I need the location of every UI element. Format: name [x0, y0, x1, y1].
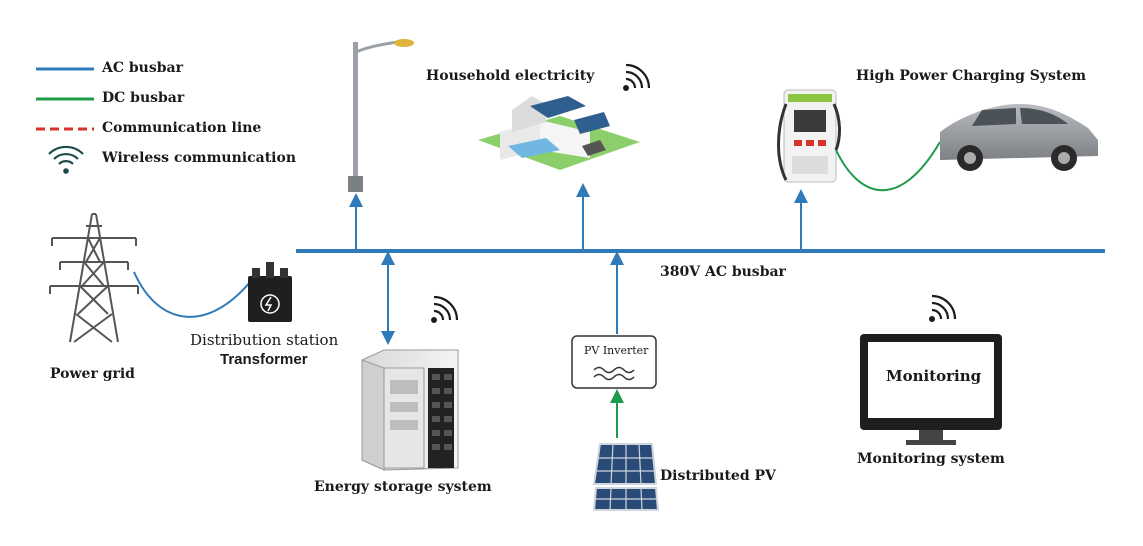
monitoring-monitor-icon [860, 334, 1002, 445]
legend-dc-label: DC busbar [102, 90, 185, 106]
power-grid-pylon-icon [49, 213, 139, 343]
monitoring-system-label: Monitoring system [857, 451, 1005, 467]
charging-system-label: High Power Charging System [856, 68, 1087, 84]
ac-busbar-label: 380V AC busbar [660, 264, 786, 280]
legend-ac-label: AC busbar [102, 60, 183, 76]
distribution-station-label: Distribution station [190, 331, 339, 349]
monitoring-wifi-icon [929, 294, 957, 322]
energy-storage-cabinet-icon [361, 349, 459, 471]
legend-wireless-icon [48, 145, 84, 174]
charging-station-icon [777, 89, 841, 183]
grid-transformer-cable [133, 271, 251, 318]
legend-wireless-label: Wireless communication [102, 150, 297, 166]
household-house-icon [478, 96, 640, 170]
monitoring-screen-label: Monitoring [886, 367, 982, 385]
electric-car-icon [940, 104, 1098, 171]
charging-dc-cable [835, 141, 941, 192]
energy-storage-label: Energy storage system [314, 479, 492, 495]
transformer-icon [248, 262, 292, 322]
transformer-label: Transformer [220, 351, 308, 368]
storage-wifi-icon [431, 295, 459, 323]
street-light-icon [348, 39, 414, 192]
pv-inverter-label: PV Inverter [584, 344, 649, 357]
household-wifi-icon [623, 63, 651, 91]
power-grid-label: Power grid [50, 366, 135, 382]
household-label: Household electricity [426, 68, 595, 84]
distributed-pv-label: Distributed PV [660, 468, 776, 484]
solar-panel-icon [592, 443, 660, 511]
pv-inverter-box [571, 335, 657, 389]
legend-communication-label: Communication line [102, 120, 262, 136]
